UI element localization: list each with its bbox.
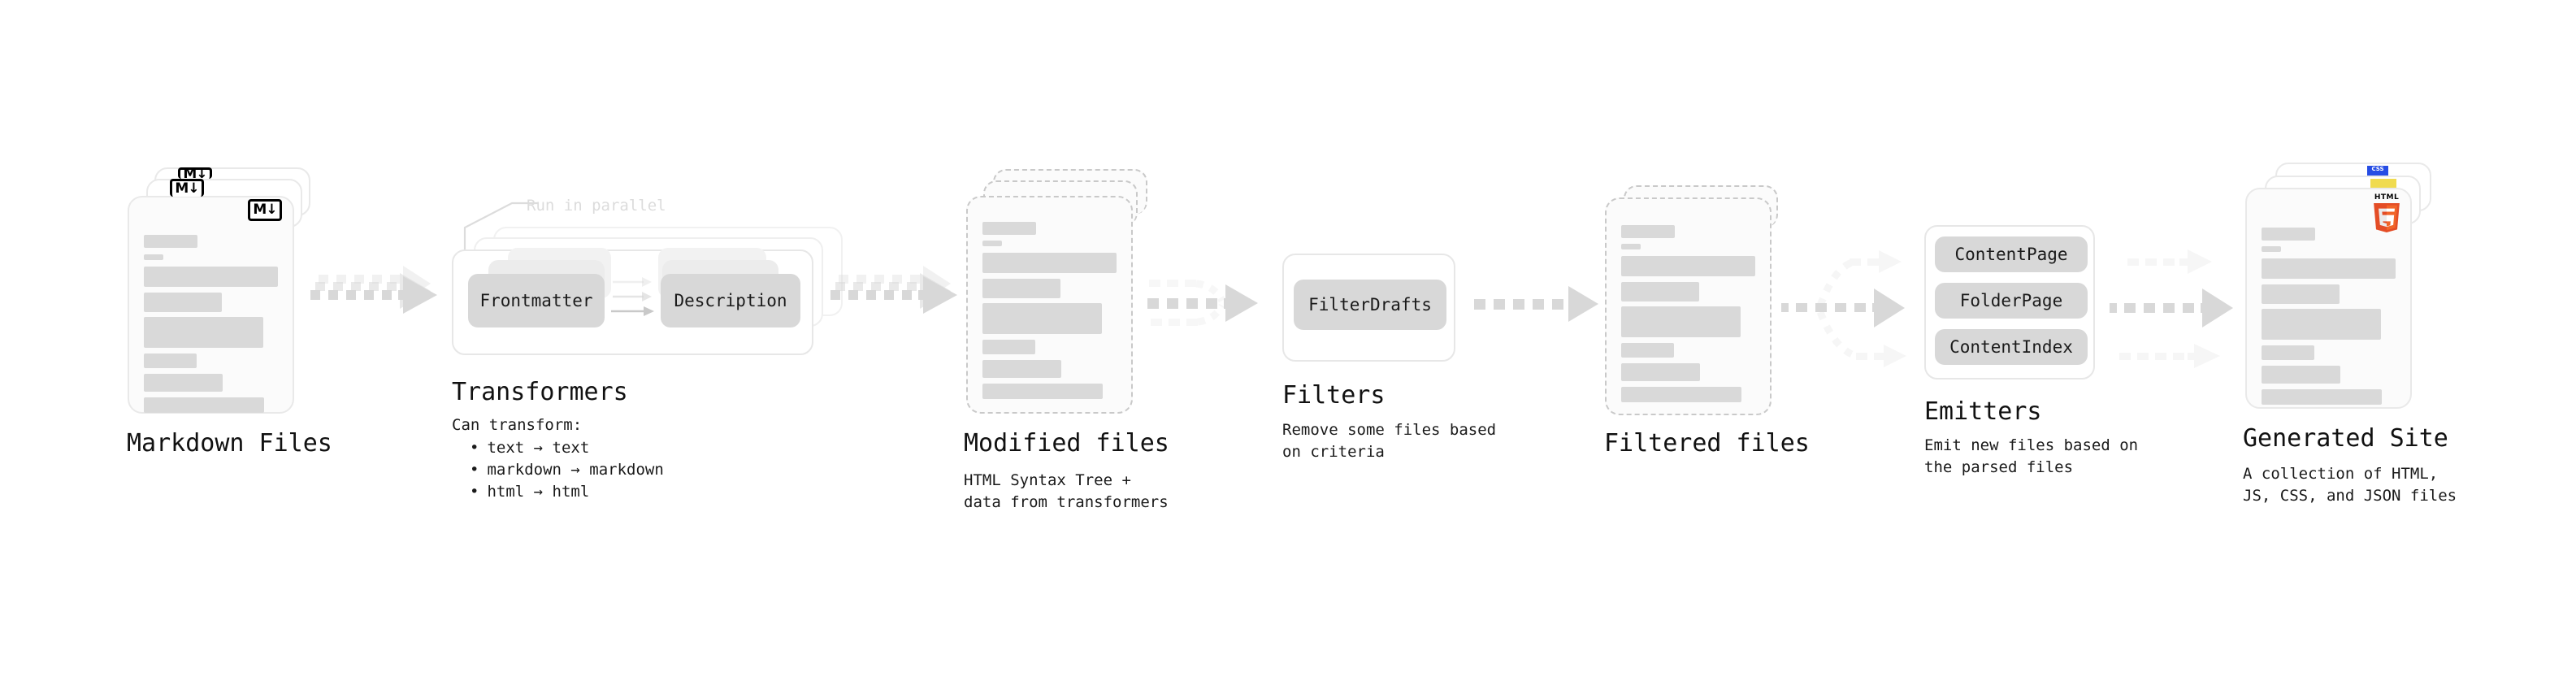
doc-bar — [144, 267, 278, 287]
generated-site-subtitle: A collection of HTML, JS, CSS, and JSON … — [2243, 465, 2457, 505]
doc-bar — [2262, 228, 2315, 241]
doc-bar — [982, 340, 1035, 354]
markdown-badge: M↓ — [248, 199, 282, 221]
arrow-transformers-to-modified — [827, 266, 974, 349]
transformer-chip-frontmatter[interactable]: Frontmatter — [468, 274, 605, 327]
markdown-card-body — [129, 197, 293, 413]
doc-bar — [982, 222, 1036, 235]
modified-card-front — [966, 196, 1133, 414]
run-in-parallel-leader — [462, 200, 559, 252]
doc-bar — [982, 360, 1061, 378]
doc-bar — [2262, 389, 2382, 405]
doc-bar — [144, 293, 222, 312]
modified-card-body — [968, 197, 1131, 412]
doc-bar — [2262, 258, 2396, 279]
doc-bar — [982, 384, 1103, 399]
transformer-chip-description[interactable]: Description — [661, 274, 800, 327]
doc-bar — [144, 374, 223, 392]
doc-bar — [1621, 225, 1675, 238]
site-card-body — [2247, 189, 2410, 407]
markdown-card-front — [128, 196, 294, 414]
run-in-parallel-label: Run in parallel — [527, 197, 666, 215]
transformers-bullets: text → text markdown → markdown html → h… — [452, 437, 664, 503]
emitters-title: Emitters — [1924, 397, 2042, 426]
filtered-files-title: Filtered files — [1604, 429, 1810, 458]
doc-bar — [1621, 306, 1741, 337]
doc-bar — [144, 354, 197, 368]
doc-bar — [2262, 284, 2340, 304]
doc-bar — [1621, 256, 1755, 276]
arrow-modified-to-filters — [1141, 262, 1287, 351]
doc-bar — [144, 254, 163, 260]
filters-subtitle: Remove some files based on criteria — [1282, 421, 1497, 461]
filtered-card-body — [1607, 199, 1770, 414]
doc-bar — [2262, 345, 2314, 360]
transformer-inner-arrows — [611, 275, 700, 340]
doc-bar — [982, 241, 1002, 246]
arrow-filtered-to-emitters — [1781, 234, 1928, 372]
doc-bar — [1621, 343, 1674, 358]
filtered-card-front — [1605, 197, 1772, 415]
arrow-emitters-to-site — [2110, 234, 2256, 372]
emitter-chip-contentpage[interactable]: ContentPage — [1935, 236, 2088, 272]
doc-bar — [982, 279, 1060, 298]
filters-title: Filters — [1282, 381, 1386, 410]
doc-bar — [982, 253, 1117, 273]
arrow-filters-to-filtered — [1472, 284, 1602, 333]
markdown-files-title: Markdown Files — [127, 429, 332, 458]
doc-bar — [2262, 309, 2381, 340]
doc-bar — [144, 317, 263, 348]
transformer-bullet: text → text — [470, 437, 664, 459]
html5-wordmark: HTML — [2374, 193, 2400, 202]
doc-bar — [1621, 387, 1741, 402]
doc-bar — [1621, 244, 1641, 249]
emitters-subtitle: Emit new files based on the parsed files — [1924, 436, 2139, 476]
html5-icon: HTML — [2370, 193, 2403, 234]
arrow-markdown-to-transformers — [307, 266, 453, 349]
doc-bar — [144, 235, 197, 248]
filter-chip-filterdrafts[interactable]: FilterDrafts — [1294, 280, 1446, 330]
css-badge: CSS — [2367, 166, 2388, 176]
transformers-title: Transformers — [452, 378, 628, 406]
generated-site-title: Generated Site — [2243, 424, 2448, 453]
modified-files-title: Modified files — [964, 429, 1169, 458]
transformers-subtitle: Can transform: — [452, 416, 583, 434]
doc-bar — [144, 397, 264, 413]
doc-bar — [2262, 366, 2340, 384]
doc-bar — [982, 303, 1102, 334]
markdown-badge-back2: M↓ — [178, 167, 212, 179]
doc-bar — [1621, 363, 1700, 381]
doc-bar — [2262, 246, 2281, 252]
html5-shield-icon — [2374, 203, 2400, 232]
emitter-chip-contentindex[interactable]: ContentIndex — [1935, 329, 2088, 365]
modified-files-subtitle: HTML Syntax Tree + data from transformer… — [964, 471, 1169, 511]
markdown-badge-back1: M↓ — [170, 179, 204, 197]
emitter-chip-folderpage[interactable]: FolderPage — [1935, 283, 2088, 319]
transformer-bullet: html → html — [470, 481, 664, 503]
transformer-bullet: markdown → markdown — [470, 459, 663, 481]
doc-bar — [1621, 282, 1699, 301]
